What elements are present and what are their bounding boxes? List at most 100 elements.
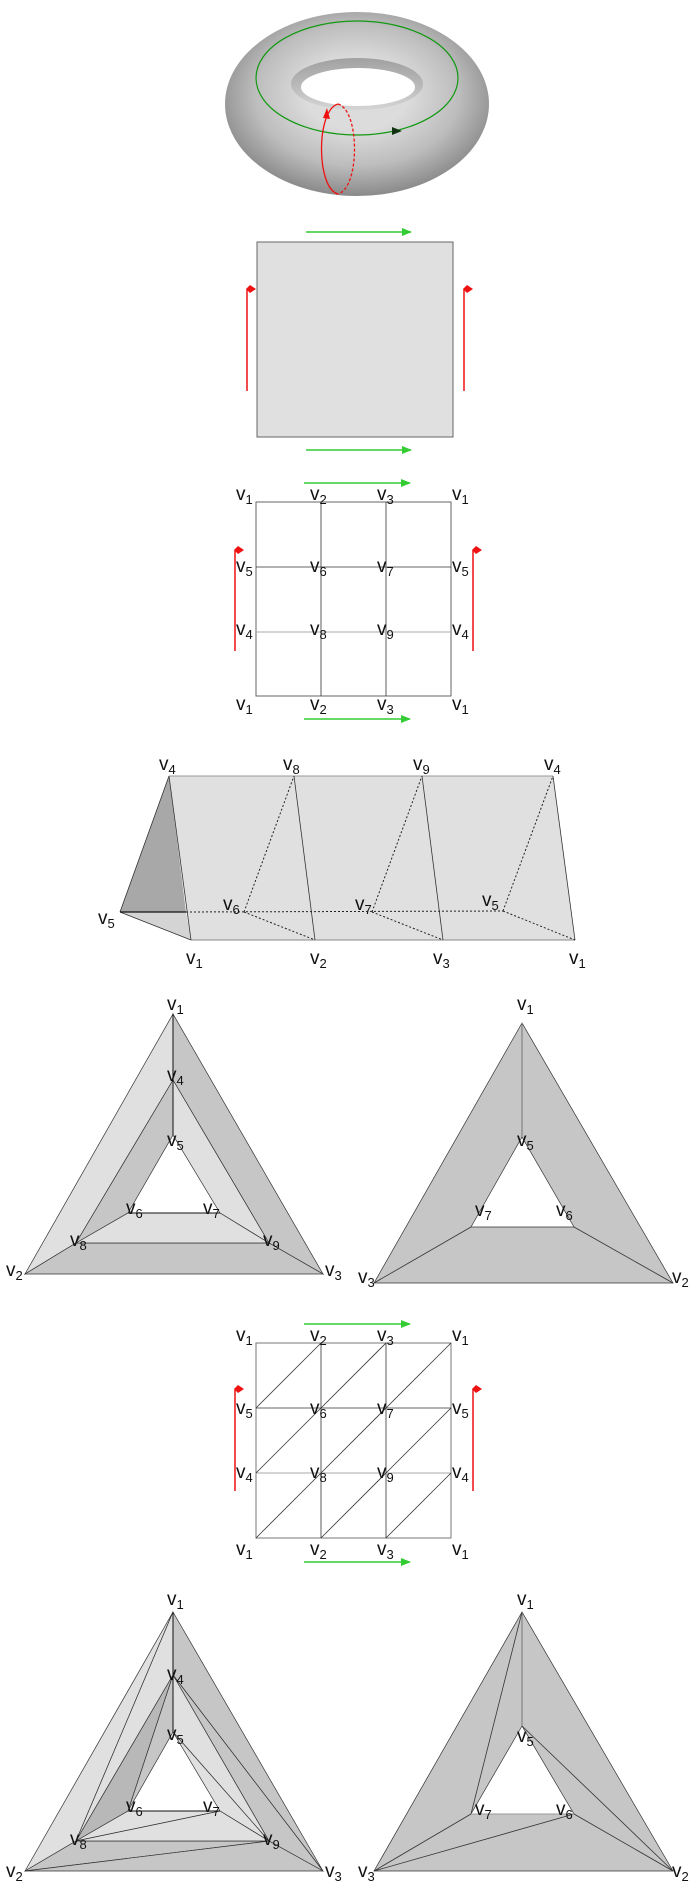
vertex-label-v7: v7 xyxy=(475,1799,492,1822)
vertex-label-v2: v2 xyxy=(310,948,327,971)
vertex-label-v4: v4 xyxy=(452,619,469,642)
vertex-label-v1: v1 xyxy=(236,694,253,717)
vertex-label-v1: v1 xyxy=(167,1589,184,1612)
vertex-label-v1: v1 xyxy=(167,994,184,1017)
vertex-label-v6: v6 xyxy=(556,1799,573,1822)
vertex-label-v3: v3 xyxy=(325,1861,342,1884)
triangle-tri-back xyxy=(373,1611,674,1872)
edge xyxy=(373,1226,472,1284)
triangulated-grid xyxy=(234,1320,482,1566)
grid-diagonal xyxy=(385,1407,452,1474)
vertex-label-v5: v5 xyxy=(517,1726,534,1749)
grid-border xyxy=(255,501,452,697)
vertex-label-v7: v7 xyxy=(377,1398,394,1421)
vertex-label-v1: v1 xyxy=(236,1325,253,1348)
edge xyxy=(521,1725,674,1872)
vertex-label-v1: v1 xyxy=(452,1325,469,1348)
grid-border xyxy=(255,1342,452,1539)
vertex-label-v8: v8 xyxy=(310,1462,327,1485)
vertex-label-v7: v7 xyxy=(377,556,394,579)
vertex-label-v9: v9 xyxy=(377,619,394,642)
face-dark xyxy=(24,1840,325,1872)
vertex-label-v3: v3 xyxy=(433,948,450,971)
torus xyxy=(225,12,489,196)
vertex-label-v2: v2 xyxy=(672,1861,689,1884)
grid-diagonal xyxy=(255,1472,322,1539)
vertex-label-v3: v3 xyxy=(358,1861,375,1884)
grid-diagonal xyxy=(255,1342,322,1409)
prism-edge xyxy=(552,775,576,941)
meridian-loop-back xyxy=(337,103,356,195)
vertex-label-v8: v8 xyxy=(310,619,327,642)
vertex-label-v1: v1 xyxy=(452,484,469,507)
vertex-label-v1: v1 xyxy=(452,694,469,717)
edge xyxy=(573,1813,674,1872)
grid-diagonal xyxy=(385,1472,452,1539)
identification-square xyxy=(246,228,473,454)
vertex-label-v2: v2 xyxy=(310,694,327,717)
vertex-label-v1: v1 xyxy=(236,1539,253,1562)
vertex-label-v2: v2 xyxy=(6,1861,23,1884)
face-light xyxy=(75,1810,271,1842)
vertex-label-v5: v5 xyxy=(236,556,253,579)
vertex-label-v4: v4 xyxy=(236,1462,253,1485)
longitude-arrow-icon xyxy=(392,127,402,135)
vertex-label-v5: v5 xyxy=(167,1724,184,1747)
hidden-edge xyxy=(185,910,504,913)
vertex-label-v7: v7 xyxy=(355,894,372,917)
vertex-label-v1: v1 xyxy=(452,1539,469,1562)
vertex-label-v5: v5 xyxy=(452,556,469,579)
vertex-label-v3: v3 xyxy=(325,1260,342,1283)
grid-diagonal xyxy=(255,1407,322,1474)
prism-edge xyxy=(119,775,170,913)
vertex-label-v3: v3 xyxy=(358,1267,375,1290)
vertex-label-v5: v5 xyxy=(452,1398,469,1421)
vertex-label-v4: v4 xyxy=(167,1065,184,1088)
prism-edge xyxy=(293,775,316,941)
vertex-label-v2: v2 xyxy=(310,1325,327,1348)
triangle-quad-back xyxy=(373,1022,674,1284)
prism-edge xyxy=(168,775,192,941)
vertex-label-v9: v9 xyxy=(263,1230,280,1253)
hidden-edge xyxy=(243,911,316,941)
edge xyxy=(470,1611,523,1815)
vertex-label-v3: v3 xyxy=(377,694,394,717)
vertex-label-v6: v6 xyxy=(556,1200,573,1223)
vertex-label-v1: v1 xyxy=(236,484,253,507)
vertex-label-v3: v3 xyxy=(377,484,394,507)
face-dark xyxy=(373,1022,674,1284)
vertex-label-v1: v1 xyxy=(569,948,586,971)
vertex-label-v2: v2 xyxy=(310,1539,327,1562)
hidden-edge xyxy=(502,910,576,941)
hidden-edge xyxy=(371,911,444,941)
vertex-label-v5: v5 xyxy=(98,908,115,931)
vertex-label-v4: v4 xyxy=(236,619,253,642)
vertex-label-v8: v8 xyxy=(283,754,300,777)
square-face xyxy=(256,241,454,438)
grid-diagonal xyxy=(320,1407,387,1474)
triangle-quad-front xyxy=(23,1012,325,1276)
vertex-label-v3: v3 xyxy=(377,1325,394,1348)
vertex-label-v2: v2 xyxy=(310,484,327,507)
meridian-loop-front xyxy=(320,103,339,195)
grid-diagonal xyxy=(320,1342,387,1409)
vertex-label-v9: v9 xyxy=(377,1462,394,1485)
vertex-label-v5: v5 xyxy=(167,1130,184,1153)
prism-embedding xyxy=(119,775,576,941)
vertex-label-v4: v4 xyxy=(452,1462,469,1485)
vertex-label-v6: v6 xyxy=(126,1198,143,1221)
hidden-edge xyxy=(243,775,295,913)
triangle-tri-front xyxy=(24,1610,325,1872)
hidden-edge xyxy=(371,775,423,913)
vertex-label-v5: v5 xyxy=(517,1130,534,1153)
quad-grid xyxy=(234,479,482,723)
vertex-label-v8: v8 xyxy=(70,1829,87,1852)
vertex-label-v6: v6 xyxy=(310,556,327,579)
vertex-label-v6: v6 xyxy=(310,1398,327,1421)
prism-edge xyxy=(421,775,444,941)
edge xyxy=(373,1813,575,1872)
vertex-label-v7: v7 xyxy=(203,1796,220,1819)
grid-diagonal xyxy=(320,1472,387,1539)
vertex-label-v1: v1 xyxy=(517,994,534,1017)
vertex-labels: v1 v2 v3 v1 v5 v6 v7 v5 v4 v8 v9 v4 v1 v2 v3 v1 v4 v8 v9 v4… xyxy=(6,484,689,1884)
